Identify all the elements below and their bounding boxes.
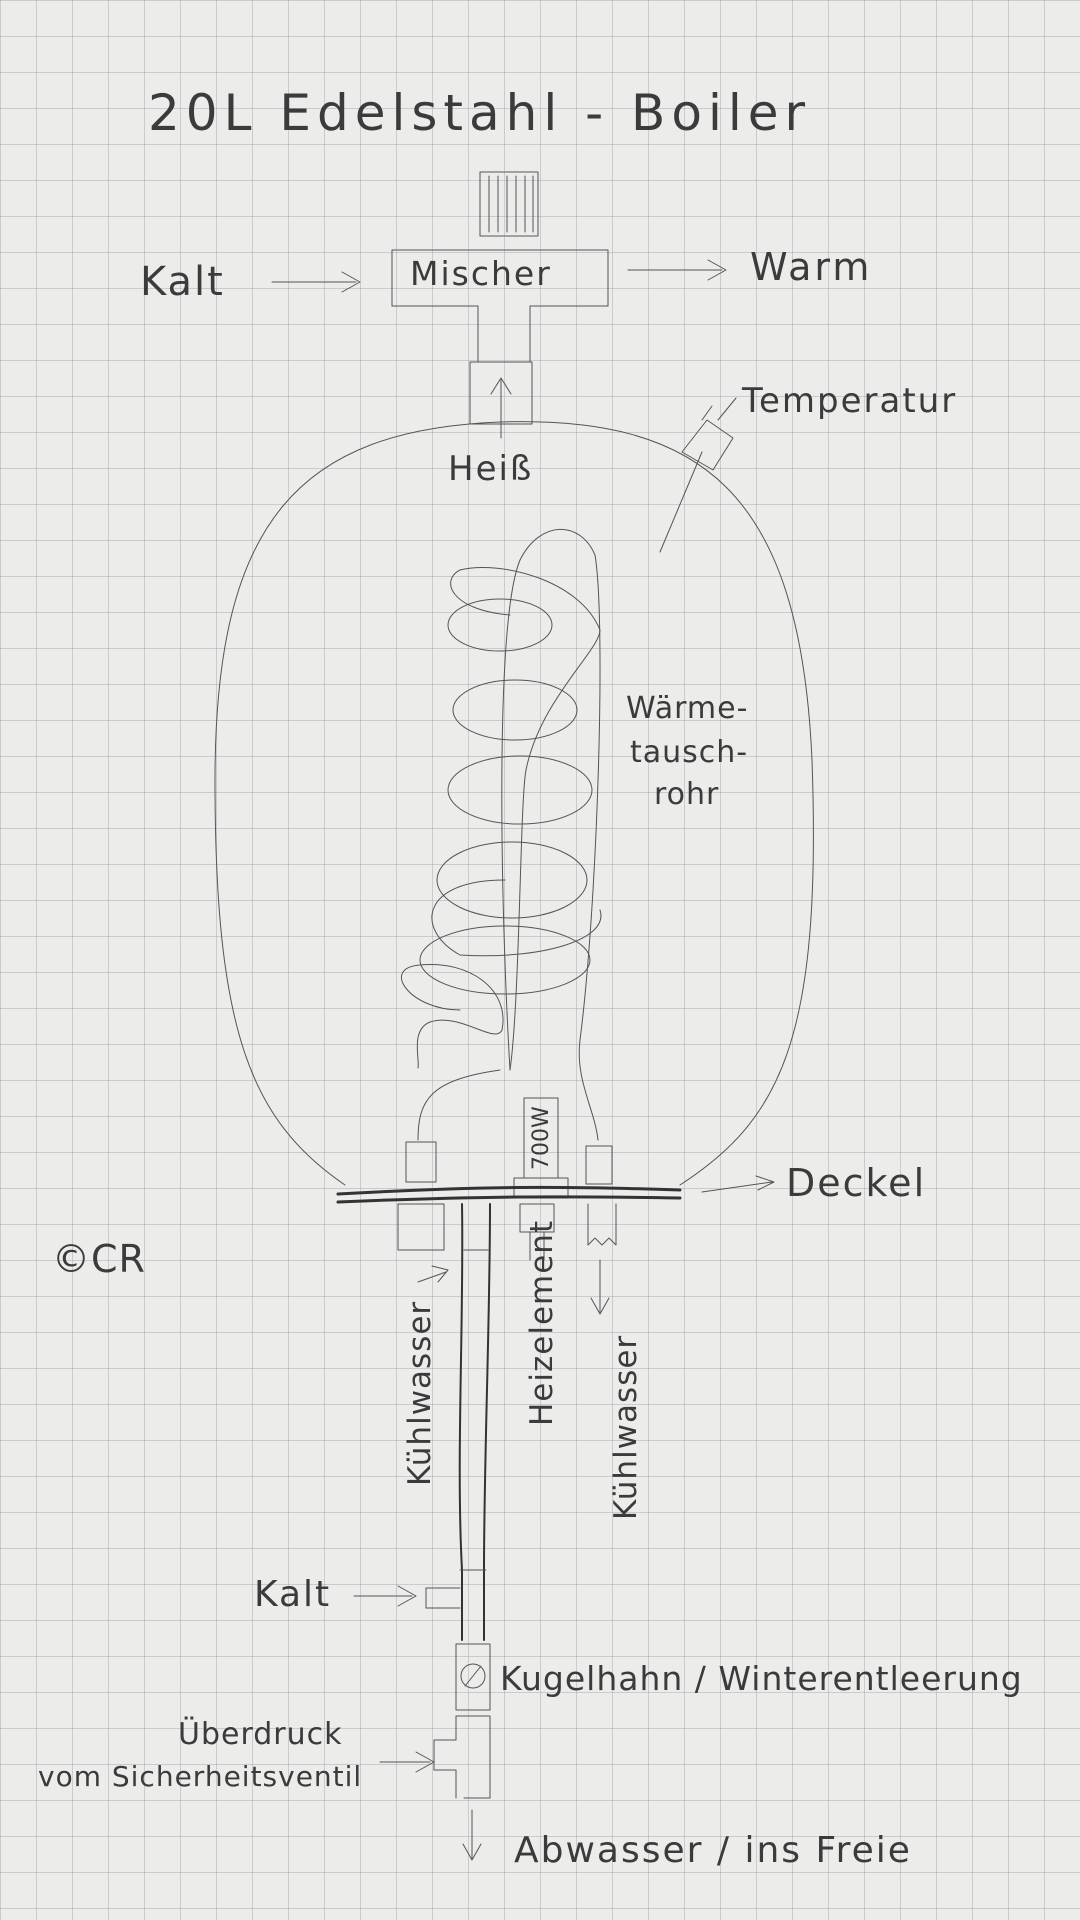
overpressure-arrow — [379, 1751, 435, 1773]
mixer-label: Mischer — [410, 254, 552, 293]
coolant-left-label: Kühlwasser — [402, 1301, 438, 1486]
heating-element-fitting — [519, 1203, 555, 1233]
heat-exchanger-label-3: rohr — [654, 777, 719, 812]
coolant-left-inflow-arrow — [417, 1265, 449, 1283]
heating-element-label: Heizelement — [524, 1220, 560, 1426]
heating-element-terminals — [529, 1231, 545, 1261]
coolant-left-fitting — [397, 1203, 445, 1251]
heat-exchanger-coil — [400, 567, 602, 1071]
coolant-right-label: Kühlwasser — [608, 1335, 644, 1520]
temperature-probe — [659, 405, 734, 553]
ball-valve-label: Kugelhahn / Winterentleerung — [500, 1659, 1023, 1698]
warm-outlet-arrow — [627, 259, 727, 281]
warm-outlet-label: Warm — [750, 245, 872, 289]
temperature-label: Temperatur — [741, 381, 957, 421]
coolant-left-stub — [405, 1141, 437, 1183]
temperature-pointer — [717, 397, 737, 421]
lid-pointer — [701, 1175, 775, 1193]
copyright-mark: ©CR — [52, 1237, 146, 1281]
cold-inlet-top-arrow — [271, 271, 361, 293]
overpressure-tee-fitting — [433, 1715, 491, 1799]
heat-exchanger-label-1: Wärme- — [626, 691, 748, 726]
cold-inlet-bottom-label: Kalt — [254, 1574, 331, 1615]
lid — [336, 1185, 682, 1204]
drain-pipe — [458, 1203, 491, 1641]
hot-flow-arrow — [490, 377, 512, 439]
cold-inlet-bottom-arrow — [353, 1585, 417, 1607]
drain-outflow-arrow — [462, 1809, 482, 1861]
ball-valve — [455, 1643, 491, 1711]
heating-element-power: 700W — [529, 1106, 554, 1170]
coolant-right-fitting — [587, 1203, 617, 1246]
coolant-right-stub — [585, 1145, 613, 1185]
hot-label: Heiß — [448, 449, 533, 489]
mixer-knob — [479, 171, 539, 237]
tank-body — [214, 421, 814, 1186]
drain-label: Abwasser / ins Freie — [514, 1830, 912, 1871]
heat-exchanger-label-2: tausch- — [630, 735, 748, 770]
overpressure-label-2: vom Sicherheitsventil — [38, 1760, 362, 1793]
lid-label: Deckel — [786, 1161, 926, 1205]
cold-inlet-top-label: Kalt — [140, 259, 225, 305]
coil-loops — [417, 528, 601, 1141]
coolant-right-outflow-arrow — [590, 1259, 610, 1315]
cold-tee-fitting — [425, 1587, 461, 1609]
overpressure-label-1: Überdruck — [178, 1716, 343, 1752]
diagram-title: 20L Edelstahl - Boiler — [148, 84, 811, 142]
